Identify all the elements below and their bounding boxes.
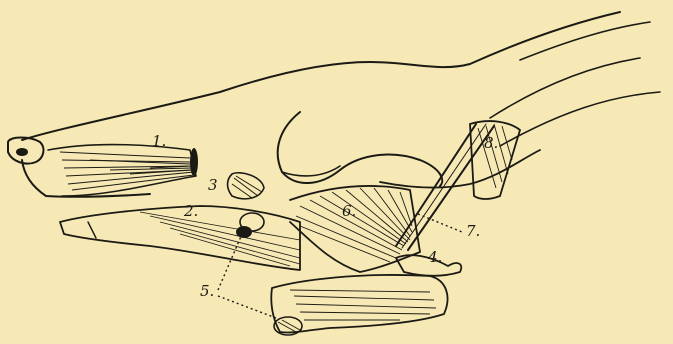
orbit-outline: [278, 112, 443, 186]
head-outline: [22, 12, 620, 140]
leader-5-lower: [218, 296, 276, 318]
neck-line-1: [490, 58, 640, 118]
label-4: 4.: [427, 248, 442, 266]
leader-lines: [218, 214, 462, 318]
muscle-8: [470, 121, 520, 199]
leader-7: [418, 214, 462, 232]
label-7: 7.: [466, 222, 480, 240]
neck-line-3: [520, 22, 650, 60]
label-3: 3: [208, 176, 218, 194]
label-8: 8.: [484, 134, 498, 152]
muscle-5: [271, 275, 447, 335]
muscle-6: [290, 186, 420, 272]
muscle-1: [48, 145, 198, 196]
vessel-cut: [236, 213, 264, 238]
label-1: 1.: [152, 132, 166, 150]
label-2: 2.: [183, 202, 198, 220]
neck-line-2: [500, 92, 660, 146]
label-6: 6.: [342, 202, 356, 220]
muscle-2: [60, 206, 300, 270]
muscle-3: [228, 173, 265, 199]
nostril-icon: [8, 138, 43, 164]
label-5: 5.: [200, 282, 214, 300]
orbit-inner: [282, 166, 340, 176]
